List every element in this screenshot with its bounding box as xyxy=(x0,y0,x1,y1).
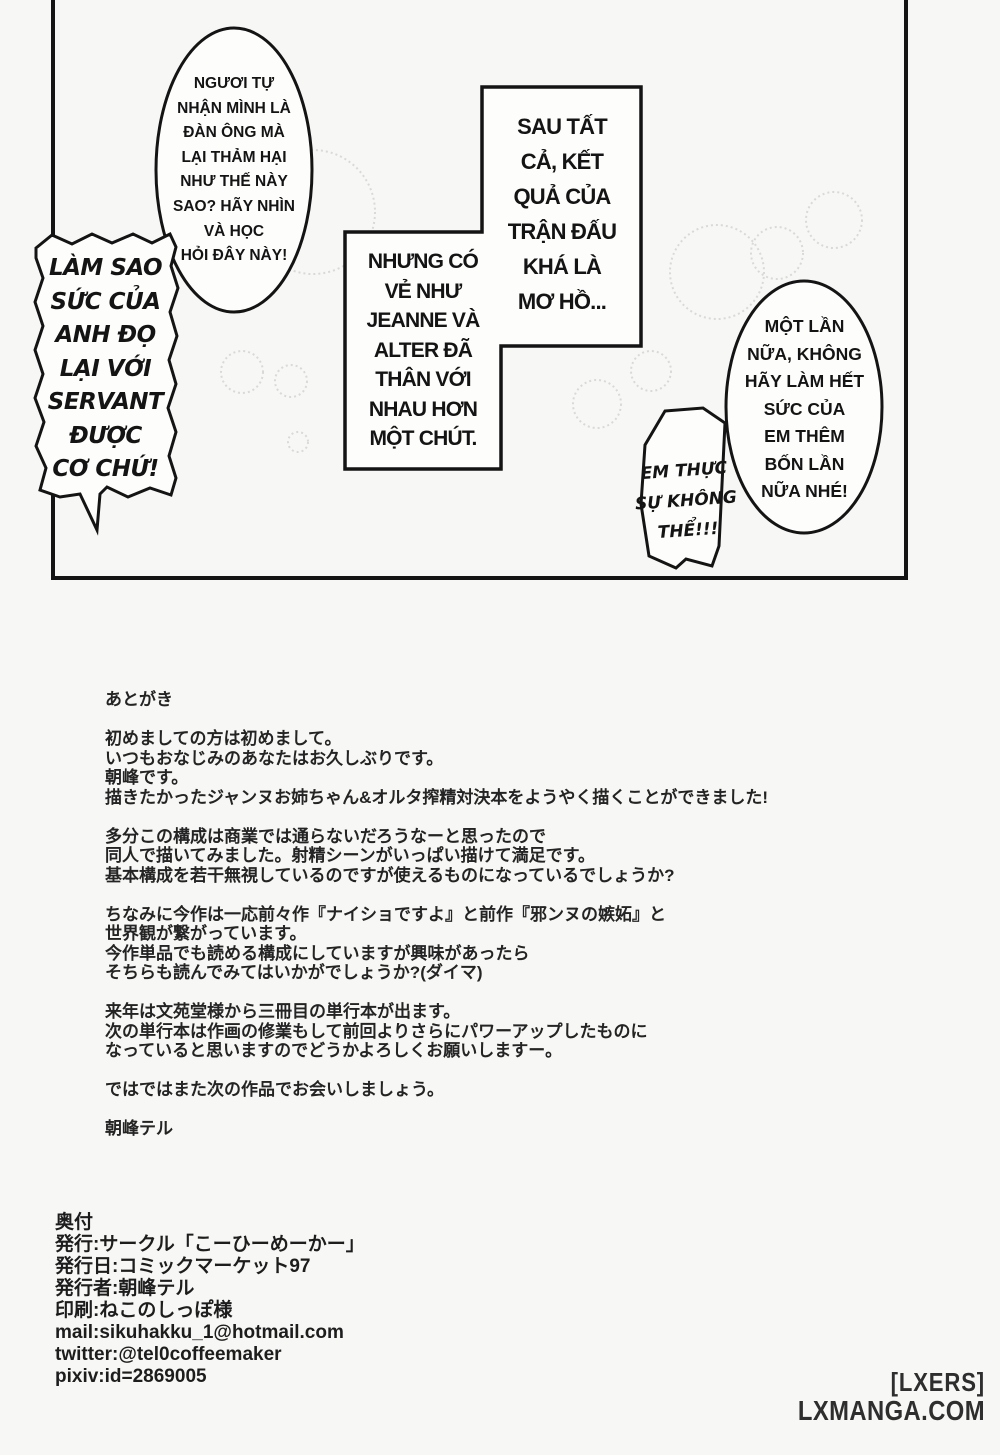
afterword-text: あとがき初めましての方は初めまして。いつもおなじみのあなたはお久しぶりです。朝峰… xyxy=(105,690,905,1139)
comic-panel xyxy=(33,0,908,580)
decor-circle xyxy=(750,226,804,280)
speech-bubble-shape-right-oval xyxy=(724,279,884,535)
decor-circle xyxy=(220,350,264,394)
speech-bubble-burst-left-text: LÀM SAO SỨC CỦA ANH ĐỌ LẠI VỚI SERVANT Đ… xyxy=(47,255,164,482)
afterword-line: 基本構成を若干無視しているのですが使えるものになっているでしょうか? xyxy=(105,865,675,885)
afterword-line: 世界観が繋がっています。 xyxy=(105,924,307,943)
speech-bubble-small-burst-text: EM THỰC SỰ KHÔNG THỂ!!! xyxy=(634,458,738,544)
decor-circle xyxy=(287,431,309,453)
speech-bubble-shape-top-oval xyxy=(154,26,314,314)
afterword-line: 朝峰テル xyxy=(105,1119,173,1138)
afterword-line: そちらも読んでみてはいかがでしょうか?(ダイマ) xyxy=(105,963,483,982)
afterword-line: あとがき xyxy=(105,690,173,709)
afterword-line xyxy=(105,807,905,827)
decor-circle xyxy=(250,149,376,275)
afterword-line: 来年は文苑堂様から三冊目の単行本が出ます。 xyxy=(105,1002,461,1021)
decor-circle xyxy=(805,191,863,249)
watermark-group-name: [LXERS] xyxy=(890,1367,985,1397)
afterword-line: ちなみに今作は一応前々作『ナイショですよ』と前作『邪ンヌの嫉妬』と xyxy=(105,904,666,924)
afterword-line xyxy=(105,983,905,1003)
afterword-line: 初めましての方は初めまして。 xyxy=(105,729,342,748)
colophon-line: 印刷:ねこのしっぽ様 xyxy=(55,1300,233,1321)
afterword-line: 朝峰です。 xyxy=(105,768,189,787)
decor-circle xyxy=(669,224,765,320)
decor-circle xyxy=(274,364,308,398)
speech-bubble-top-oval-text: NGƯƠI TỰ NHẬN MÌNH LÀ ĐÀN ÔNG MÀ LẠI THẢ… xyxy=(172,75,295,265)
afterword-line: いつもおなじみのあなたはお久しぶりです。 xyxy=(105,748,444,768)
afterword-line xyxy=(105,710,905,730)
colophon-line: 発行日:コミックマーケット97 xyxy=(55,1256,311,1277)
afterword-line xyxy=(105,1061,905,1081)
speech-bubble-shape-burst-left xyxy=(33,231,180,536)
speech-bubble-shape-small-burst xyxy=(639,406,727,570)
afterword-line: 次の単行本は作画の修業もして前回よりさらにパワーアップしたものに xyxy=(105,1021,648,1041)
colophon-line: 奥付 xyxy=(55,1212,94,1233)
speech-bubble-right-oval-text: MỘT LẦN NỮA, KHÔNG HÃY LÀM HẾT SỨC CỦA E… xyxy=(744,316,865,501)
afterword-line: 今作単品でも読める構成にしていますが興味があったら xyxy=(105,943,530,963)
site-watermark: [LXERS] LXMANGA.COM xyxy=(685,1368,985,1426)
afterword-line: なっていると思いますのでどうかよろしくお願いしますー。 xyxy=(105,1041,563,1060)
afterword-line: 描きたかったジャンヌお姉ちゃん&オルタ搾精対決本をようやく描くことができました! xyxy=(105,787,769,807)
watermark-site-name: LXMANGA.COM xyxy=(797,1395,985,1426)
afterword-line: 同人で描いてみました。射精シーンがいっぱい描けて満足です。 xyxy=(105,846,595,865)
afterword-line: ではではまた次の作品でお会いしましょう。 xyxy=(105,1080,444,1099)
colophon-line: twitter:@tel0coffeemaker xyxy=(55,1344,282,1365)
speech-bubble-result-box-text: SAU TẤT CẢ, KẾT QUẢ CỦA TRẬN ĐẤU KHÁ LÀ … xyxy=(507,114,617,314)
speech-bubble-shape-boxes xyxy=(343,85,643,471)
decor-circles xyxy=(220,149,863,453)
colophon-line: 発行者:朝峰テル xyxy=(55,1278,195,1299)
colophon-line: pixiv:id=2869005 xyxy=(55,1366,207,1387)
colophon-line: mail:sikuhakku_1@hotmail.com xyxy=(55,1322,344,1343)
speech-bubble-middle-box-text: NHƯNG CÓ VẺ NHƯ JEANNE VÀ ALTER ĐÃ THÂN … xyxy=(366,250,481,450)
afterword-line: 多分この構成は商業では通らないだろうなーと思ったので xyxy=(105,826,546,846)
colophon-line: 発行:サークル「こーひーめーかー」 xyxy=(55,1234,365,1255)
afterword-line xyxy=(105,1100,905,1120)
decor-circle xyxy=(572,379,622,429)
afterword-line xyxy=(105,885,905,905)
decor-circle xyxy=(630,350,672,392)
